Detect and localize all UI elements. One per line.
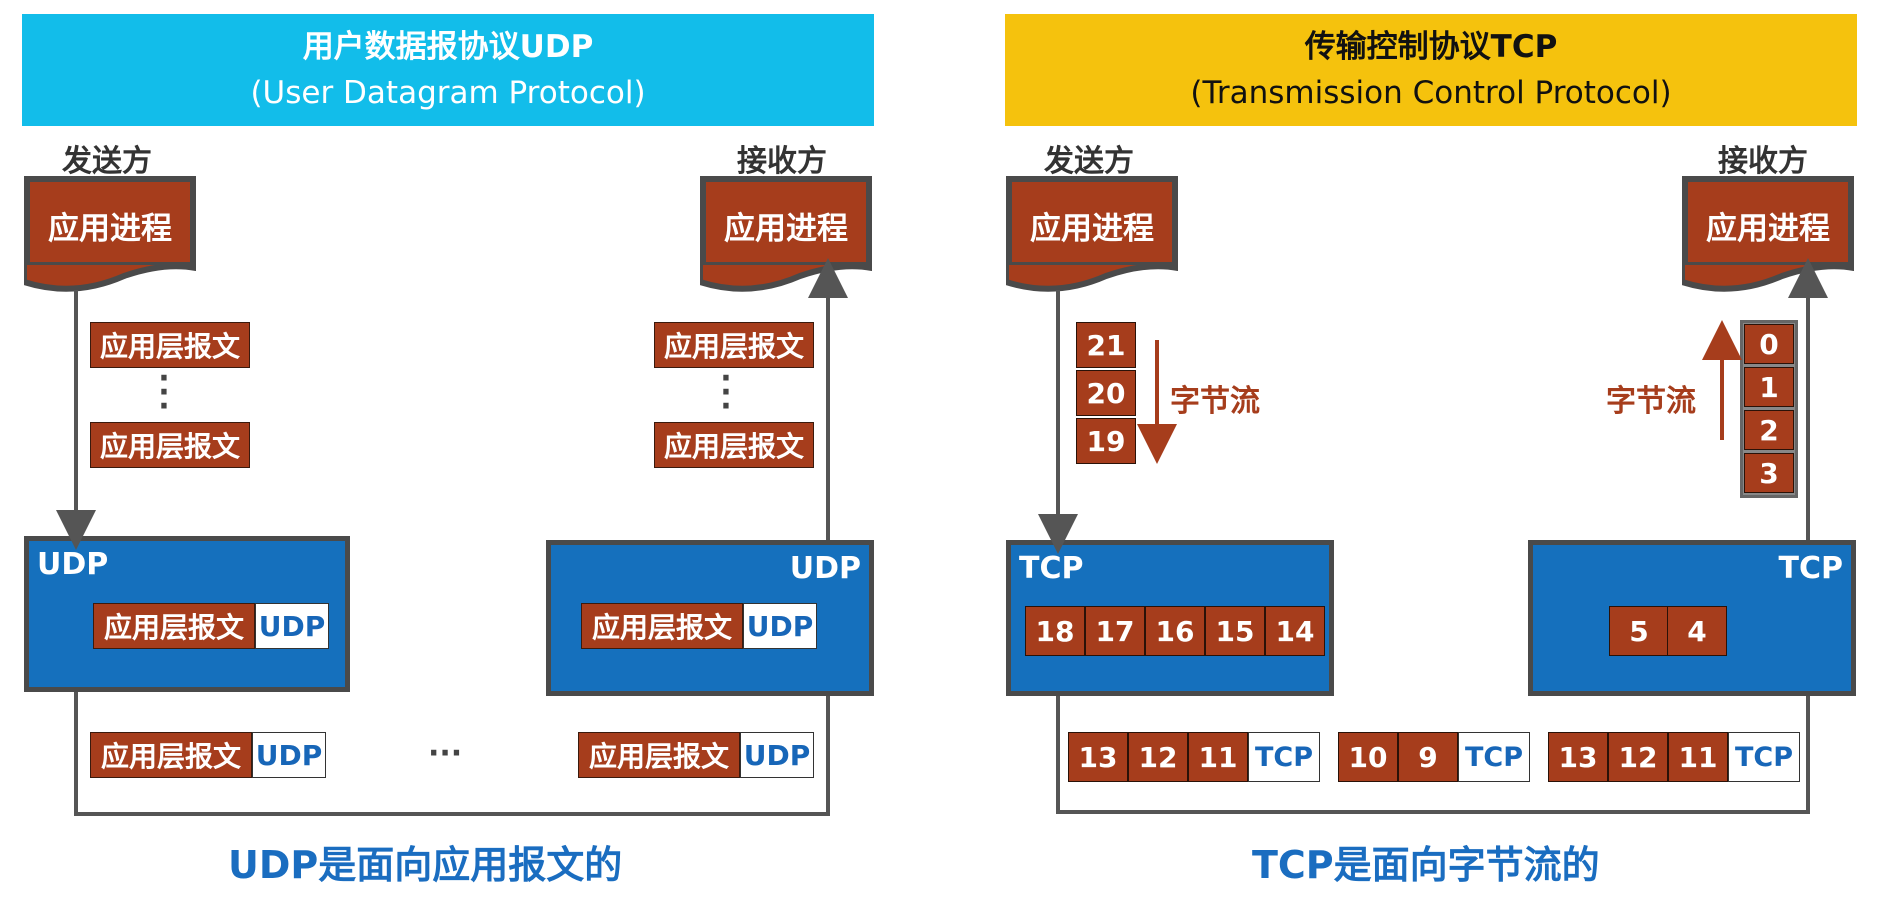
udp-banner-title: 用户数据报协议UDP xyxy=(302,29,594,65)
udp-caption: UDP是面向应用报文的 xyxy=(228,843,623,887)
tcp-receiver-stream-byte-4: 3 xyxy=(1744,453,1794,493)
tcp-receiver-stream-byte-3: 2 xyxy=(1744,410,1794,450)
tcp-segment-2-byte-2: 9 xyxy=(1398,732,1458,782)
tcp-segment-1-byte-2: 12 xyxy=(1128,732,1188,782)
udp-sender-msg-1: 应用层报文 xyxy=(90,322,250,368)
udp-receiver-label: 接收方 xyxy=(737,144,827,179)
tcp-receiver-process-wave xyxy=(1682,262,1854,292)
udp-flow-lines xyxy=(56,258,848,816)
tcp-sender-process-label: 应用进程 xyxy=(1030,210,1154,247)
tcp-sender-box-label: TCP xyxy=(1019,551,1084,586)
tcp-sender-label: 发送方 xyxy=(1044,144,1134,179)
udp-banner-subtitle: (User Datagram Protocol) xyxy=(250,75,646,111)
tcp-send-buffer-byte-1: 18 xyxy=(1025,606,1085,656)
udp-sender-packet-msg: 应用层报文 xyxy=(93,603,255,649)
udp-receiver-process-label: 应用进程 xyxy=(724,210,848,247)
tcp-segment-1-byte-1: 13 xyxy=(1068,732,1128,782)
tcp-segment-1-tag: TCP xyxy=(1248,732,1320,782)
tcp-segment-1-byte-3: 11 xyxy=(1188,732,1248,782)
tcp-caption: TCP是面向字节流的 xyxy=(1252,843,1600,887)
tcp-receiver-box-label: TCP xyxy=(1778,551,1843,586)
udp-transit-packet-2-tag: UDP xyxy=(740,732,814,778)
udp-network-wire xyxy=(74,692,830,816)
tcp-recv-buffer-byte-2: 4 xyxy=(1667,606,1727,656)
tcp-recv-buffer-byte-1: 5 xyxy=(1609,606,1669,656)
tcp-banner-subtitle: (Transmission Control Protocol) xyxy=(1190,75,1672,111)
udp-transit-packet-2-msg: 应用层报文 xyxy=(578,732,740,778)
udp-receiver-process: 应用进程 xyxy=(700,176,872,268)
tcp-segment-3-byte-2: 12 xyxy=(1608,732,1668,782)
tcp-banner-title: 传输控制协议TCP xyxy=(1304,29,1558,65)
udp-sender-packet-tag: UDP xyxy=(255,603,329,649)
tcp-segment-2-byte-1: 10 xyxy=(1338,732,1398,782)
tcp-sender-stream-byte-1: 21 xyxy=(1076,322,1136,368)
udp-receiver-packet-tag: UDP xyxy=(743,603,817,649)
udp-receiver-msg-2: 应用层报文 xyxy=(654,422,814,468)
udp-sender-vertical-ellipsis: ··· xyxy=(158,361,170,424)
tcp-sender-stream-byte-3: 19 xyxy=(1076,418,1136,464)
udp-sender-box: UDP 应用层报文 UDP xyxy=(24,536,350,692)
tcp-sender-flow-label: 字节流 xyxy=(1170,384,1260,419)
tcp-banner: 传输控制协议TCP (Transmission Control Protocol… xyxy=(1005,14,1857,126)
udp-receiver-process-wave xyxy=(700,262,872,292)
udp-sender-process-wave xyxy=(24,262,196,292)
tcp-sender-process-wave xyxy=(1006,262,1178,292)
tcp-segment-3-byte-1: 13 xyxy=(1548,732,1608,782)
tcp-receiver-label: 接收方 xyxy=(1718,144,1808,179)
tcp-receiver-stream-byte-1: 0 xyxy=(1744,324,1794,364)
udp-transit-packet-1-tag: UDP xyxy=(252,732,326,778)
udp-sender-process-label: 应用进程 xyxy=(48,210,172,247)
udp-sender-label: 发送方 xyxy=(62,144,152,179)
udp-receiver-packet-msg: 应用层报文 xyxy=(581,603,743,649)
tcp-segment-2-tag: TCP xyxy=(1458,732,1530,782)
tcp-segment-3-tag: TCP xyxy=(1728,732,1800,782)
tcp-receiver-flow-label: 字节流 xyxy=(1606,384,1696,419)
udp-receiver-vertical-ellipsis: ··· xyxy=(720,361,732,424)
tcp-sender-box: TCP 18 17 16 15 14 xyxy=(1006,540,1334,696)
tcp-receiver-process-label: 应用进程 xyxy=(1706,210,1830,247)
udp-sender-msg-2: 应用层报文 xyxy=(90,422,250,468)
udp-receiver-box-label: UDP xyxy=(789,551,861,586)
udp-sender-process: 应用进程 xyxy=(24,176,196,268)
tcp-receiver-process: 应用进程 xyxy=(1682,176,1854,268)
tcp-network-wire xyxy=(1056,696,1810,814)
tcp-receiver-stream-byte-2: 1 xyxy=(1744,367,1794,407)
tcp-sender-stream-byte-2: 20 xyxy=(1076,370,1136,416)
udp-sender-box-label: UDP xyxy=(37,547,109,582)
udp-receiver-msg-1: 应用层报文 xyxy=(654,322,814,368)
udp-banner: 用户数据报协议UDP (User Datagram Protocol) xyxy=(22,14,874,126)
tcp-send-buffer-byte-5: 14 xyxy=(1265,606,1325,656)
tcp-segment-3-byte-3: 11 xyxy=(1668,732,1728,782)
udp-transit-ellipsis: ··· xyxy=(428,736,463,771)
udp-transit-packet-1-msg: 应用层报文 xyxy=(90,732,252,778)
tcp-send-buffer-byte-3: 16 xyxy=(1145,606,1205,656)
udp-receiver-box: UDP 应用层报文 UDP xyxy=(546,540,874,696)
tcp-sender-process: 应用进程 xyxy=(1006,176,1178,268)
tcp-receiver-box: TCP 5 4 xyxy=(1528,540,1856,696)
tcp-send-buffer-byte-4: 15 xyxy=(1205,606,1265,656)
tcp-send-buffer-byte-2: 17 xyxy=(1085,606,1145,656)
